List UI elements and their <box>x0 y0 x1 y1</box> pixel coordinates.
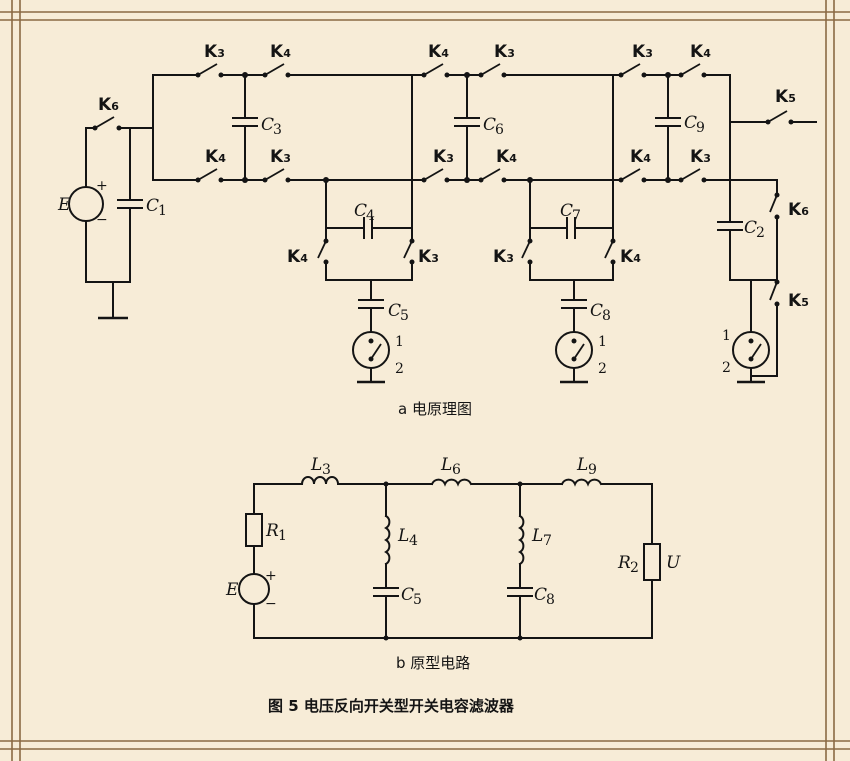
svg-text:R: R <box>265 521 279 541</box>
resistor-r1 <box>245 513 263 547</box>
svg-text:8: 8 <box>546 592 555 608</box>
svg-text:4: 4 <box>409 533 418 549</box>
svg-text:C: C <box>261 115 274 135</box>
svg-text:6: 6 <box>495 122 504 138</box>
svg-text:K4: K4 <box>428 42 449 62</box>
svg-text:7: 7 <box>572 208 581 224</box>
svg-text:K5: K5 <box>775 87 796 107</box>
svg-text:C: C <box>744 218 757 238</box>
svg-text:K3: K3 <box>493 247 514 267</box>
svg-text:K3: K3 <box>494 42 515 62</box>
svg-text:C: C <box>401 585 414 605</box>
capacitor-c1: C 1 <box>117 127 167 283</box>
inductor-l4 <box>384 514 391 566</box>
svg-text:2: 2 <box>630 560 639 576</box>
svg-text:K3: K3 <box>632 42 653 62</box>
svg-text:1: 1 <box>158 203 167 219</box>
svg-text:1: 1 <box>278 528 287 544</box>
plus-sign: + <box>96 178 108 194</box>
svg-text:C: C <box>684 113 697 133</box>
inductor-l7 <box>518 514 525 566</box>
svg-text:K5: K5 <box>788 291 809 311</box>
svg-text:K3: K3 <box>418 247 439 267</box>
svg-text:K3: K3 <box>270 147 291 167</box>
svg-text:K3: K3 <box>204 42 225 62</box>
sub-bridge-c7: C 7 K3 K4 C 8 1 2 <box>493 177 641 384</box>
inductor-l3 <box>300 476 341 486</box>
svg-text:K4: K4 <box>690 42 711 62</box>
bridge-stage-2: C 6 <box>448 72 621 183</box>
svg-text:C: C <box>560 201 573 221</box>
svg-text:C: C <box>534 585 547 605</box>
circuit-b: L 3 L 6 L 9 L 4 C 5 L 7 C 8 R 1 <box>225 455 681 641</box>
svg-text:L: L <box>531 526 543 546</box>
svg-text:1: 1 <box>722 328 731 344</box>
svg-text:R: R <box>617 553 631 573</box>
figure-caption: 图 5 电压反向开关型开关电容滤波器 <box>268 697 515 715</box>
svg-text:K4: K4 <box>287 247 308 267</box>
svg-text:K4: K4 <box>496 147 517 167</box>
svg-text:C: C <box>146 196 159 216</box>
svg-text:−: − <box>265 596 277 612</box>
minus-sign: − <box>96 212 108 228</box>
svg-text:2: 2 <box>598 361 607 377</box>
svg-text:K6: K6 <box>98 95 119 115</box>
bridge-stage-1: C 3 <box>152 72 424 183</box>
svg-text:E: E <box>225 580 239 600</box>
svg-text:2: 2 <box>395 361 404 377</box>
svg-text:3: 3 <box>322 462 331 478</box>
output-section: K5 C 2 K6 K5 1 <box>711 87 817 384</box>
inductor-l9 <box>560 478 603 487</box>
svg-text:U: U <box>666 553 681 573</box>
svg-text:K4: K4 <box>270 42 291 62</box>
svg-text:9: 9 <box>588 462 597 478</box>
voltage-source-e: E + − <box>57 127 131 320</box>
svg-text:9: 9 <box>696 120 705 136</box>
svg-text:8: 8 <box>602 308 611 324</box>
sub-bridge-c4: C 4 K4 K3 C 5 1 2 <box>287 177 439 384</box>
resistor-r2 <box>643 543 661 581</box>
svg-text:L: L <box>397 526 409 546</box>
svg-text:2: 2 <box>756 225 765 241</box>
svg-text:K3: K3 <box>433 147 454 167</box>
caption-b: b 原型电路 <box>396 654 470 672</box>
svg-text:L: L <box>576 455 588 475</box>
svg-text:C: C <box>590 301 603 321</box>
svg-text:1: 1 <box>395 334 404 350</box>
svg-text:5: 5 <box>413 592 422 608</box>
svg-text:5: 5 <box>400 308 409 324</box>
svg-text:4: 4 <box>366 208 375 224</box>
svg-text:L: L <box>310 455 322 475</box>
bridge-stage-3: C 9 <box>645 72 731 223</box>
svg-text:K3: K3 <box>690 147 711 167</box>
circuit-a: E + − K6 C 1 <box>57 42 817 384</box>
svg-text:L: L <box>440 455 452 475</box>
svg-text:K6: K6 <box>788 200 809 220</box>
caption-a: a 电原理图 <box>398 400 472 418</box>
svg-text:6: 6 <box>452 462 461 478</box>
svg-text:2: 2 <box>722 360 731 376</box>
svg-text:K4: K4 <box>630 147 651 167</box>
svg-text:C: C <box>388 301 401 321</box>
source-label: E <box>57 195 71 215</box>
svg-text:3: 3 <box>273 122 282 138</box>
svg-text:1: 1 <box>598 334 607 350</box>
svg-text:C: C <box>483 115 496 135</box>
switch-k6-source: K6 <box>85 95 154 131</box>
svg-text:+: + <box>265 568 277 584</box>
svg-text:K4: K4 <box>620 247 641 267</box>
inductor-l6 <box>430 478 473 487</box>
bridge-switches: K3 K4 K4 K3 K4 K3 K3 K4 K3 <box>195 42 711 183</box>
svg-text:K4: K4 <box>205 147 226 167</box>
svg-text:C: C <box>354 201 367 221</box>
svg-text:7: 7 <box>543 533 552 549</box>
